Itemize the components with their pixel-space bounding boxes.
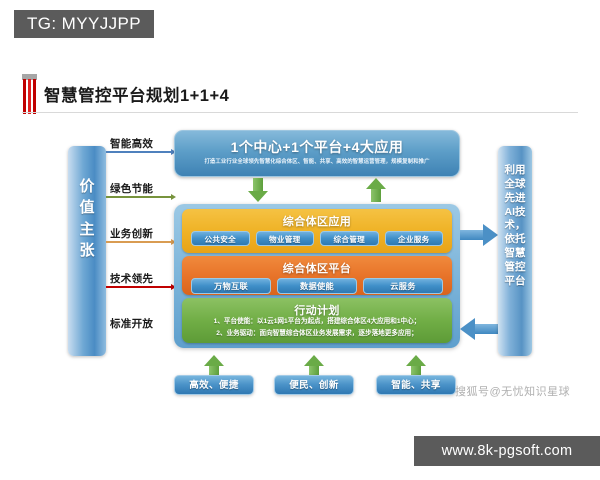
diagram-stage: 价 值 主 张 智能高效 绿色节能 业务创新 技术领先 标准开放 1个中心 (0, 118, 600, 408)
bottom-tag-efficient[interactable]: 高效、便捷 (174, 375, 254, 395)
body-panel: 综合体区应用 公共安全 物业管理 综合管理 企业服务 综合体区平台 万物互联 数… (174, 204, 460, 348)
band-chip-row: 公共安全 物业管理 综合管理 企业服务 (188, 231, 446, 246)
chip-data-enablement[interactable]: 数据使能 (277, 278, 357, 294)
value-item-label: 绿色节能 (110, 183, 154, 195)
title-accent-bars (22, 74, 37, 114)
value-item-0: 智能高效 (106, 136, 176, 155)
page-title-row: 智慧管控平台规划1+1+4 (0, 74, 600, 116)
ai-platform-label: 利用 全球 先进 AI技 术， 依托 智慧 管控 平台 (498, 164, 532, 289)
watermark: 搜狐号@无忧知识星球 (455, 386, 571, 398)
value-item-line (106, 239, 176, 245)
ai-line-7: 管控 (504, 261, 526, 274)
ai-line-2: 先进 (504, 191, 526, 204)
tg-badge: TG: MYYJJPP (14, 10, 154, 38)
action-plan-lines: 1、平台使能：以1云1网1平台为起点，搭建综合体区4大应用和1中心； 2、业务驱… (190, 316, 444, 340)
up-arrow-icon (406, 355, 426, 376)
chip-public-safety[interactable]: 公共安全 (191, 231, 250, 246)
value-item-3: 技术领先 (106, 271, 176, 290)
value-item-1: 绿色节能 (106, 181, 176, 200)
header-banner-subtitle: 打造工业行业全球领先智慧化综合体区、智能、共享、高效的智慧运营管理，规模复制和推… (204, 159, 430, 165)
ai-line-4: 术， (504, 219, 526, 232)
value-char-1: 值 (79, 199, 95, 217)
chip-iot[interactable]: 万物互联 (191, 278, 271, 294)
value-item-line (106, 284, 176, 290)
chip-cloud-service[interactable]: 云服务 (363, 278, 443, 294)
ai-line-8: 平台 (504, 274, 526, 287)
band-title: 综合体区平台 (282, 263, 352, 275)
value-item-label: 技术领先 (110, 273, 154, 285)
ai-line-1: 全球 (504, 177, 526, 190)
value-item-2: 业务创新 (106, 226, 176, 245)
left-arrow-icon (460, 318, 498, 340)
up-arrow-icon (366, 178, 386, 202)
chip-enterprise-service[interactable]: 企业服务 (384, 231, 443, 246)
header-banner-title: 1个中心+1个平台+4大应用 (230, 139, 404, 155)
value-item-line (106, 194, 176, 200)
value-item-line (106, 149, 176, 155)
up-arrow-icon (304, 355, 324, 376)
value-char-0: 价 (79, 178, 95, 195)
title-bar-cap (22, 74, 37, 80)
action-plan-line-1: 1、平台使能：以1云1网1平台为起点，搭建综合体区4大应用和1中心； (213, 318, 421, 325)
value-proposition-label: 价 值 主 张 (68, 176, 106, 261)
bottom-tag-smart-share[interactable]: 智能、共享 (376, 375, 456, 395)
center-diagram: 1个中心+1个平台+4大应用 打造工业行业全球领先智慧化综合体区、智能、共享、高… (174, 118, 460, 378)
action-plan-line-2: 2、业务驱动：面向智慧综合体区业务发展需求，逐步落地更多应用； (216, 330, 418, 338)
right-arrow-icon (460, 224, 498, 246)
footer-url: www.8k-pgsoft.com (414, 436, 600, 466)
band-title: 行动计划 (294, 305, 340, 317)
ai-line-3: AI技 (504, 205, 526, 218)
ai-platform-pillar: 利用 全球 先进 AI技 术， 依托 智慧 管控 平台 (498, 146, 532, 356)
chip-property-management[interactable]: 物业管理 (255, 231, 314, 246)
up-arrow-icon (204, 355, 224, 376)
band-platform: 综合体区平台 万物互联 数据使能 云服务 (182, 256, 452, 295)
value-char-3: 张 (79, 241, 95, 259)
ai-line-5: 依托 (504, 233, 526, 246)
page-title: 智慧管控平台规划1+1+4 (44, 87, 230, 105)
ai-line-6: 智慧 (504, 247, 526, 260)
band-title: 综合体区应用 (282, 216, 352, 228)
down-arrow-icon (248, 178, 268, 202)
value-char-2: 主 (79, 220, 95, 238)
value-item-label: 智能高效 (110, 138, 154, 150)
value-item-label: 标准开放 (110, 318, 154, 330)
bottom-tag-convenient[interactable]: 便民、创新 (274, 375, 354, 395)
band-chip-row: 万物互联 数据使能 云服务 (188, 278, 446, 294)
band-action-plan: 行动计划 1、平台使能：以1云1网1平台为起点，搭建综合体区4大应用和1中心； … (182, 298, 452, 343)
title-bar-1 (23, 79, 26, 114)
title-bar-2 (28, 79, 31, 114)
band-application: 综合体区应用 公共安全 物业管理 综合管理 企业服务 (182, 209, 452, 253)
value-item-label: 业务创新 (110, 228, 154, 240)
value-item-4: 标准开放 (110, 316, 172, 331)
title-divider (22, 112, 578, 113)
value-items-list: 智能高效 绿色节能 业务创新 技术领先 标准开放 (106, 136, 176, 364)
chip-integrated-management[interactable]: 综合管理 (320, 231, 379, 246)
title-bar-3 (33, 79, 36, 114)
ai-line-0: 利用 (504, 164, 526, 176)
value-proposition-pillar: 价 值 主 张 (68, 146, 106, 356)
header-banner: 1个中心+1个平台+4大应用 打造工业行业全球领先智慧化综合体区、智能、共享、高… (174, 130, 460, 177)
bottom-tags-row: 高效、便捷 便民、创新 智能、共享 (0, 355, 600, 408)
